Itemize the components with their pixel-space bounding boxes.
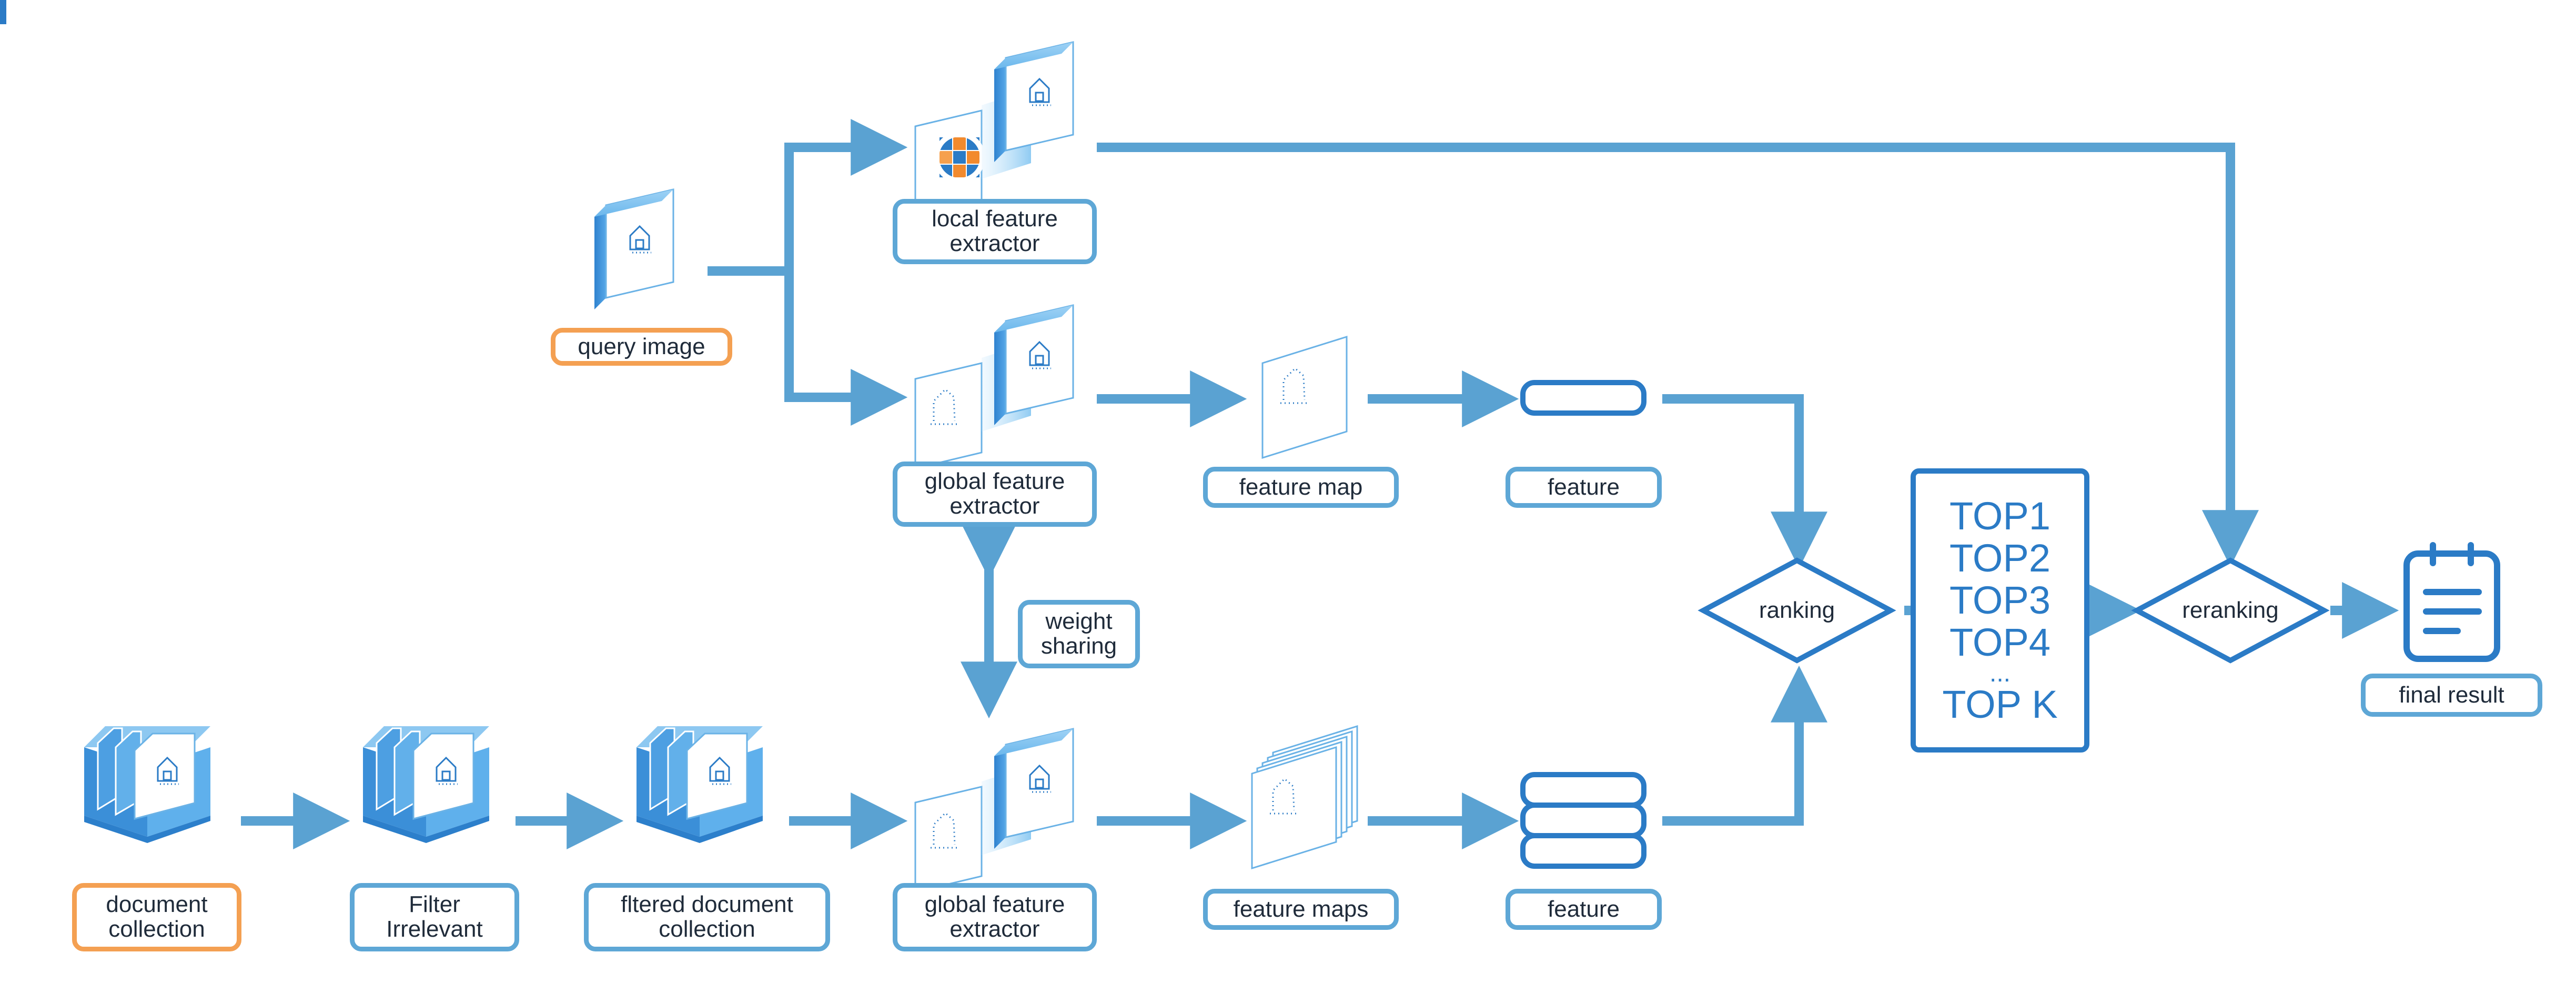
feature-stack-icon <box>1520 772 1646 869</box>
feature-top-label: feature <box>1506 467 1662 508</box>
reranking-label: reranking <box>2182 597 2279 623</box>
top-list-item: TOP4 <box>1949 620 2050 664</box>
feature-map-icon <box>1261 335 1348 459</box>
arrow-local-to-rerank <box>1097 143 2259 567</box>
arrow-to-global-top <box>784 271 908 426</box>
weight-sharing-label: weight sharing <box>1018 600 1140 668</box>
query-image-label: query image <box>551 328 732 366</box>
arrow-to-local <box>784 119 908 271</box>
reranking-diamond <box>2131 557 2330 664</box>
filtered-collection-icon <box>637 726 763 843</box>
filtered-collection-label: fltered document collection <box>584 883 830 951</box>
filter-irrelevant-label: Filter Irrelevant <box>350 883 519 951</box>
feature-bottom-label: feature <box>1506 889 1662 930</box>
local-extractor-label: local feature extractor <box>893 199 1097 264</box>
global-extractor-bottom-icon <box>914 729 1073 893</box>
arrow-feature-to-ranking-bottom <box>1662 665 1827 826</box>
local-extractor-icon <box>914 42 1073 217</box>
feature-maps-icon <box>1251 725 1358 870</box>
global-extractor-top-label: global feature extractor <box>893 462 1097 527</box>
top-list-item: TOP2 <box>1949 536 2050 580</box>
feature-map-label: feature map <box>1203 467 1399 508</box>
ranking-diamond <box>1698 557 1896 664</box>
query-image-icon <box>594 189 673 309</box>
corner-marker <box>0 0 6 24</box>
top-list-item: TOP3 <box>1949 578 2050 622</box>
document-collection-label: document collection <box>72 883 241 951</box>
final-result-label: final result <box>2361 674 2542 717</box>
global-extractor-bottom-label: global feature extractor <box>893 883 1097 951</box>
top-k-list: TOP1 TOP2 TOP3 TOP4 ... TOP K <box>1911 468 2089 753</box>
top-list-ellipsis: ... <box>1989 659 2011 687</box>
feature-bar-icon <box>1520 380 1646 416</box>
global-extractor-top-icon <box>914 305 1073 469</box>
feature-maps-label: feature maps <box>1203 889 1399 930</box>
clipboard-icon <box>2403 542 2500 662</box>
connector-arrows <box>241 119 2399 849</box>
ranking-label: ranking <box>1759 597 1835 623</box>
filter-irrelevant-icon <box>363 726 489 843</box>
document-collection-icon <box>84 726 210 843</box>
arrow-feature-to-ranking <box>1662 394 1827 569</box>
top-list-item: TOP1 <box>1949 494 2050 538</box>
top-list-item: TOP K <box>1942 683 2058 727</box>
